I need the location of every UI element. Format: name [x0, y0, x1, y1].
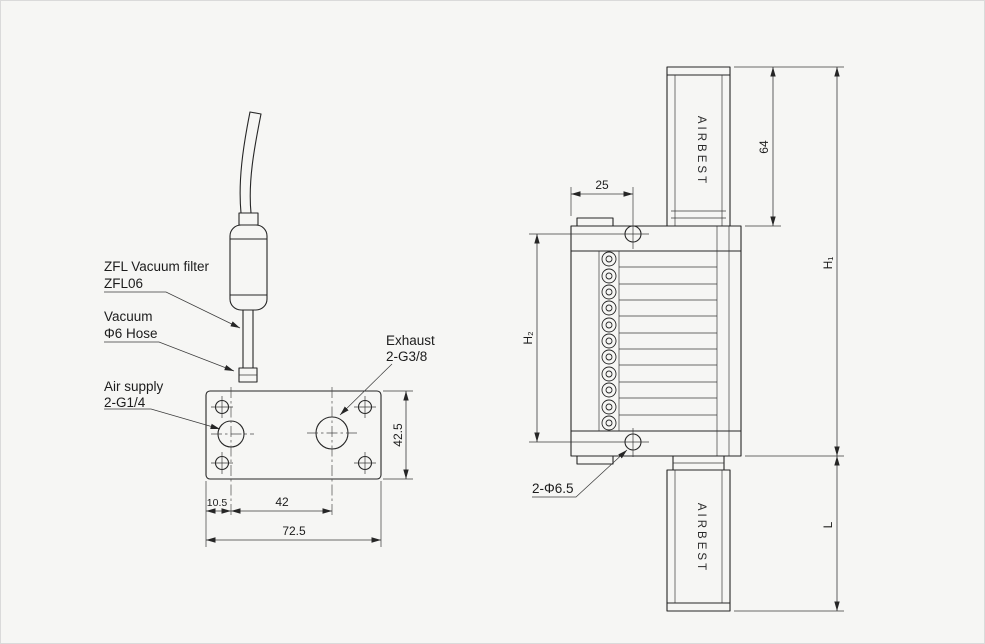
dim-bottom-silencer: L: [821, 521, 835, 528]
filter-body: [229, 224, 268, 311]
label-mount-holes: 2-Φ6.5: [532, 481, 574, 496]
hose-right-edge: [249, 113, 262, 214]
body-outline: [570, 225, 742, 457]
body-top-tab: [576, 217, 614, 227]
label-vacuum-line1: Vacuum: [104, 309, 153, 324]
bottom-silencer: AIRBEST: [666, 455, 731, 612]
ejector-stack-plates: [619, 266, 717, 416]
bottom-silencer-outline: [666, 469, 731, 612]
dim-top-silencer: 64: [757, 140, 771, 154]
ejector-stack-screws: [601, 251, 617, 431]
hose-left-edge: [239, 111, 251, 214]
brand-top: AIRBEST: [695, 116, 707, 186]
flange-outline: [205, 390, 382, 480]
label-filter-line2: ZFL06: [104, 276, 143, 291]
label-exhaust-line1: Exhaust: [386, 333, 435, 348]
corner-hole: [353, 451, 377, 475]
pump-side-view: AIRBEST: [521, 66, 844, 612]
dim-overall-height: H₁: [821, 257, 835, 270]
leader-vacuum-hose: [104, 341, 235, 372]
label-vacuum-line2: Φ6 Hose: [104, 326, 158, 341]
leader-exhaust: [339, 363, 393, 416]
flange-bottom-view: 42.5 10.5 42 72.5 ZFL Vacuum filter ZFL0…: [104, 111, 435, 547]
corner-hole: [353, 395, 377, 419]
dim-hole-pitch: H₂: [521, 331, 535, 345]
pump-body: [529, 187, 742, 465]
corner-hole: [210, 395, 234, 419]
leader-air-supply: [104, 408, 221, 430]
body-bottom-tab: [576, 455, 614, 465]
dim-depth: 42.5: [391, 423, 405, 447]
corner-hole: [210, 451, 234, 475]
label-air-line1: Air supply: [104, 379, 164, 394]
label-filter-line1: ZFL Vacuum filter: [104, 259, 210, 274]
label-air-line2: 2-G1/4: [104, 395, 146, 410]
dim-edge-offset: 10.5: [207, 497, 228, 509]
filter-top-fitting: [238, 212, 259, 226]
leader-filter: [104, 291, 241, 329]
top-silencer: AIRBEST: [666, 66, 731, 227]
hose-end: [249, 111, 262, 115]
dim-edge-to-hole: 25: [595, 178, 609, 192]
dim-overall-width: 72.5: [282, 524, 306, 538]
brand-bottom: AIRBEST: [695, 503, 707, 573]
label-exhaust-line2: 2-G3/8: [386, 349, 427, 364]
leader-mount-holes: [532, 449, 628, 498]
dim-port-pitch: 42: [275, 495, 289, 509]
vacuum-filter-assembly: [229, 111, 268, 383]
